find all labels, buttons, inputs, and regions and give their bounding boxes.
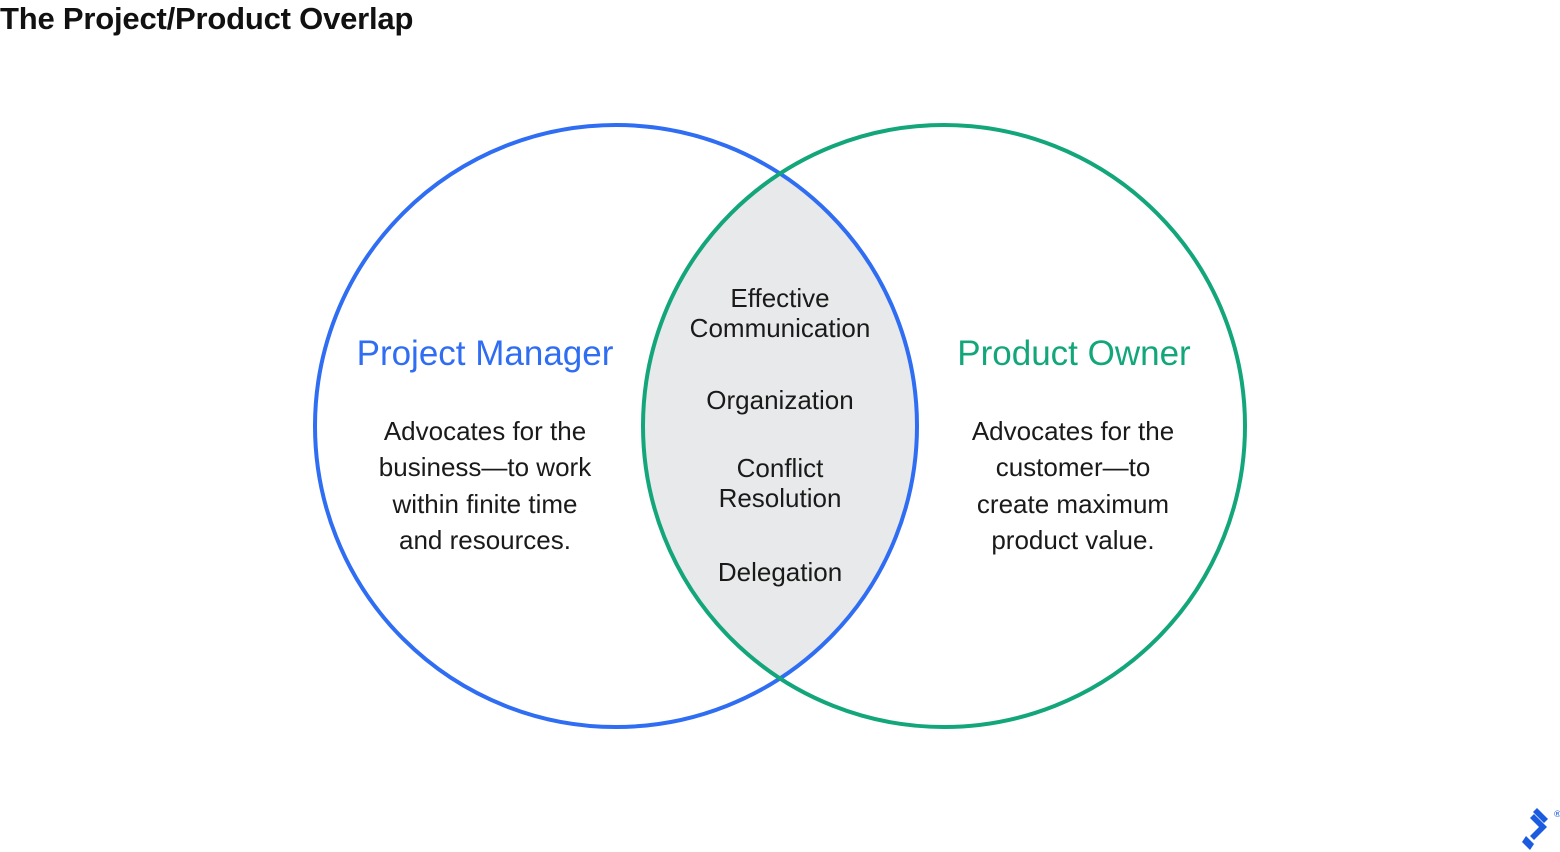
overlap-item-conflict-resolution: Conflict Resolution	[630, 453, 930, 513]
product-owner-heading: Product Owner	[957, 334, 1191, 373]
overlap-item-organization: Organization	[630, 385, 930, 415]
description-line: and resources.	[399, 525, 571, 556]
project-manager-description: Advocates for the business—to work withi…	[345, 413, 625, 559]
description-line: Advocates for the	[383, 416, 587, 446]
logo-bottom-bar	[1522, 836, 1534, 850]
overlap-item-line: Effective	[730, 283, 830, 313]
description-line: Advocates for the	[971, 416, 1175, 446]
logo-top-bar	[1533, 808, 1548, 823]
project-manager-circle	[313, 123, 919, 729]
overlap-item-effective-communication: Effective Communication	[630, 283, 930, 343]
description-line: create maximum	[976, 488, 1170, 519]
overlap-item-line: Communication	[689, 313, 871, 343]
overlap-item-delegation: Delegation	[630, 557, 930, 587]
description-line: customer—to	[995, 452, 1151, 483]
overlap-item-line: Resolution	[718, 483, 842, 513]
description-line: within finite time	[392, 488, 578, 519]
logo-chevron	[1530, 814, 1547, 840]
overlap-item-line: Organization	[706, 385, 854, 415]
diagram-title: The Project/Product Overlap	[0, 1, 414, 36]
overlap-region	[643, 125, 917, 727]
product-owner-description: Advocates for the customer—to create max…	[933, 413, 1213, 559]
overlap-item-line: Conflict	[736, 453, 824, 483]
project-manager-heading: Project Manager	[356, 334, 614, 373]
product-owner-circle	[641, 123, 1247, 729]
registered-mark: ®	[1553, 810, 1560, 820]
description-line: product value.	[991, 525, 1155, 556]
overlap-item-line: Delegation	[717, 557, 843, 587]
description-line: business—to work	[378, 452, 592, 483]
toptal-logo-icon: ®	[1522, 808, 1560, 850]
